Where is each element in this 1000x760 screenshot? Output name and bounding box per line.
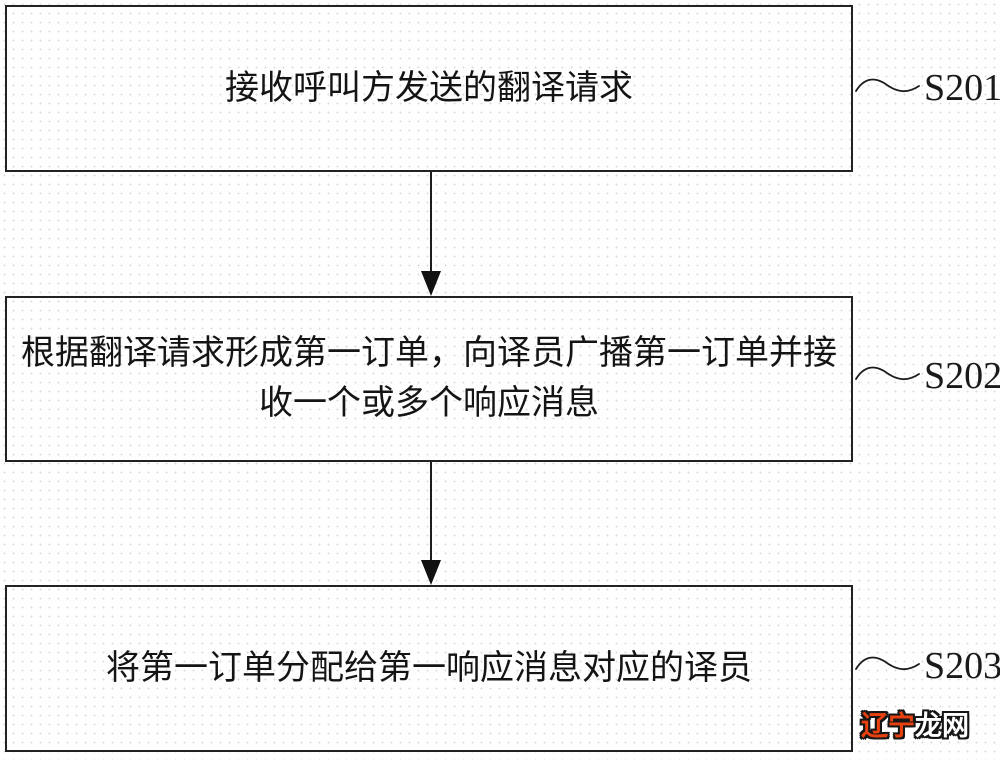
step-label-group-s203: S203 xyxy=(855,646,1000,686)
arrow-shaft xyxy=(430,462,432,561)
step-text-s202: 根据翻译请求形成第一订单，向译员广播第一订单并接收一个或多个响应消息 xyxy=(21,335,837,422)
arrow-head-icon xyxy=(421,271,441,296)
watermark-red-text: 辽宁 xyxy=(861,711,915,741)
flow-arrow-1 xyxy=(421,172,441,296)
step-label-s203: S203 xyxy=(924,645,1000,687)
step-box-s203: 将第一订单分配给第一响应消息对应的译员 xyxy=(5,585,853,752)
step-box-s202: 根据翻译请求形成第一订单，向译员广播第一订单并接收一个或多个响应消息 xyxy=(5,296,853,462)
step-label-group-s202: S202 xyxy=(855,356,1000,396)
step-label-s202: S202 xyxy=(924,355,1000,397)
squiggle-connector-icon xyxy=(855,78,920,93)
arrow-shaft xyxy=(430,172,432,272)
step-label-group-s201: S201 xyxy=(855,68,1000,108)
watermark-white-text: 龙网 xyxy=(915,711,969,741)
arrow-head-icon xyxy=(421,560,441,585)
step-box-s201: 接收呼叫方发送的翻译请求 xyxy=(5,5,853,172)
squiggle-connector-icon xyxy=(855,366,920,381)
step-text-s201: 接收呼叫方发送的翻译请求 xyxy=(225,69,633,107)
step-label-s201: S201 xyxy=(924,67,1000,109)
flow-arrow-2 xyxy=(421,462,441,585)
site-watermark: 辽宁龙网 xyxy=(861,706,969,746)
squiggle-connector-icon xyxy=(855,656,920,671)
step-text-s203: 将第一订单分配给第一响应消息对应的译员 xyxy=(106,649,752,687)
